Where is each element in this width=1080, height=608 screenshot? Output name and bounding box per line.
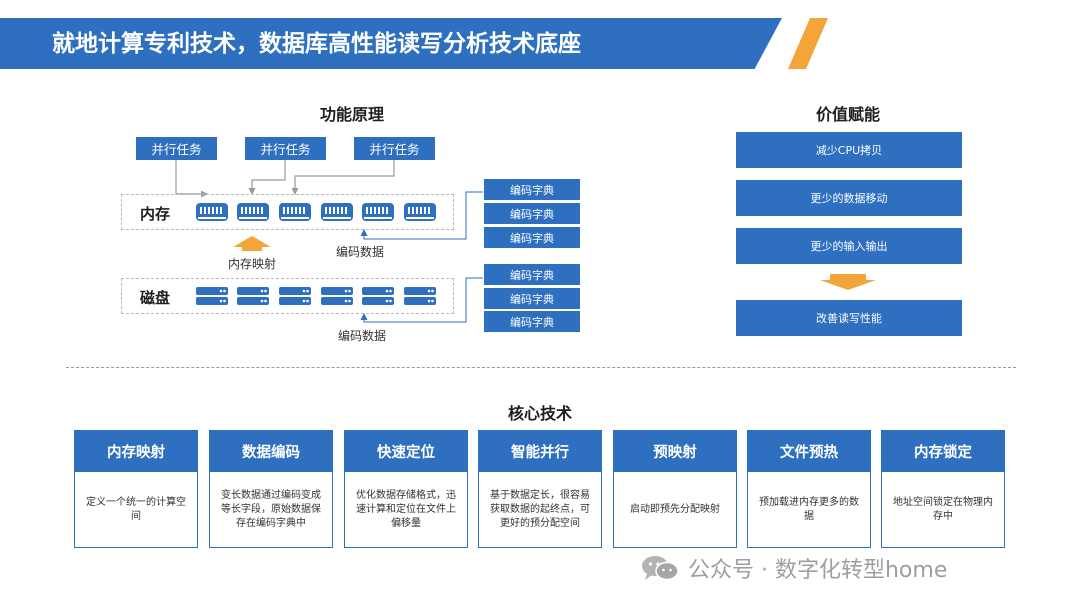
- tech-card-desc: 启动即预先分配映射: [630, 503, 720, 515]
- slide-title: 就地计算专利技术，数据库高性能读写分析技术底座: [52, 31, 581, 57]
- value-down-arrow: [820, 274, 876, 290]
- encoded-data-label-disk: 编码数据: [338, 329, 387, 343]
- memory-label: 内存: [140, 205, 171, 223]
- dict-box-disk-2: 编码字典: [484, 288, 580, 309]
- memory-mapping-arrow: [233, 236, 271, 251]
- watermark-text: 公众号 · 数字化转型home: [688, 558, 948, 583]
- memory-module-icon: [320, 201, 354, 223]
- tech-card-file-preheat: 文件预热 预加载进内存更多的数据: [747, 430, 871, 548]
- tech-card-premap: 预映射 启动即预先分配映射: [613, 430, 737, 548]
- tech-card-title: 文件预热: [748, 431, 870, 472]
- tech-card-desc: 优化数据存储格式，迅速计算和定位在文件上偏移量: [356, 489, 456, 529]
- task-box-3: 并行任务: [354, 137, 435, 160]
- memory-module-icon: [236, 201, 270, 223]
- task-arrow-3: [291, 159, 395, 195]
- tech-card-title: 快速定位: [345, 431, 467, 472]
- tech-card-title: 数据编码: [210, 431, 332, 472]
- value-item-2: 更少的数据移动: [736, 180, 962, 216]
- memory-module-icon: [403, 201, 437, 223]
- title-accent-stripe: [788, 18, 828, 69]
- disk-drive-icon: [403, 285, 437, 307]
- tech-card-title: 智能并行: [479, 431, 601, 472]
- dict-box-memory-3: 编码字典: [484, 227, 580, 248]
- dict-box-memory-1: 编码字典: [484, 179, 580, 200]
- tech-card-title: 内存锁定: [882, 431, 1004, 472]
- section-divider: [66, 367, 1016, 368]
- tech-card-title: 预映射: [614, 431, 736, 472]
- dict-box-memory-2: 编码字典: [484, 203, 580, 224]
- tech-card-desc: 地址空间锁定在物理内存中: [893, 496, 993, 522]
- tech-card-memory-mapping: 内存映射 定义一个统一的计算空间: [74, 430, 198, 548]
- value-heading: 价值赋能: [815, 105, 880, 124]
- memory-tier: [121, 194, 454, 230]
- memory-module-icon: [278, 201, 312, 223]
- dict-box-disk-3: 编码字典: [484, 311, 580, 332]
- disk-drive-icon: [361, 285, 395, 307]
- watermark: 公众号 · 数字化转型home: [640, 553, 947, 583]
- encoded-data-label-memory: 编码数据: [336, 245, 385, 259]
- tech-card-title: 内存映射: [75, 431, 197, 472]
- value-item-3: 更少的输入输出: [736, 228, 962, 264]
- tech-card-data-encoding: 数据编码 变长数据通过编码变成等长字段，原始数据保存在编码字典中: [209, 430, 333, 548]
- task-box-2: 并行任务: [245, 137, 326, 160]
- disk-tier: [121, 278, 454, 314]
- tech-card-memory-lock: 内存锁定 地址空间锁定在物理内存中: [881, 430, 1005, 548]
- wechat-icon: [642, 556, 679, 581]
- disk-drive-icon: [236, 285, 270, 307]
- value-result: 改善读写性能: [736, 300, 962, 336]
- tech-card-fast-locate: 快速定位 优化数据存储格式，迅速计算和定位在文件上偏移量: [344, 430, 468, 548]
- value-item-1: 减少CPU拷贝: [736, 132, 962, 168]
- disk-drive-icon: [278, 285, 312, 307]
- task-arrow-1: [175, 159, 208, 198]
- tech-card-desc: 预加载进内存更多的数据: [759, 496, 859, 522]
- task-box-1: 并行任务: [136, 137, 217, 160]
- disk-label: 磁盘: [140, 289, 171, 307]
- dict-box-disk-1: 编码字典: [484, 264, 580, 285]
- title-bar: [0, 18, 782, 69]
- task-arrow-2: [248, 159, 286, 195]
- disk-drive-icon: [320, 285, 354, 307]
- memory-module-icon: [361, 201, 395, 223]
- memory-mapping-label: 内存映射: [228, 257, 277, 271]
- tech-card-smart-parallel: 智能并行 基于数据定长，很容易获取数据的起终点，可更好的预分配空间: [478, 430, 602, 548]
- memory-module-icon: [195, 201, 229, 223]
- principle-heading: 功能原理: [319, 105, 384, 124]
- core-heading: 核心技术: [507, 404, 572, 423]
- tech-card-desc: 变长数据通过编码变成等长字段，原始数据保存在编码字典中: [221, 489, 321, 529]
- tech-card-desc: 基于数据定长，很容易获取数据的起终点，可更好的预分配空间: [490, 489, 590, 529]
- disk-drive-icon: [195, 285, 229, 307]
- tech-card-desc: 定义一个统一的计算空间: [86, 496, 186, 522]
